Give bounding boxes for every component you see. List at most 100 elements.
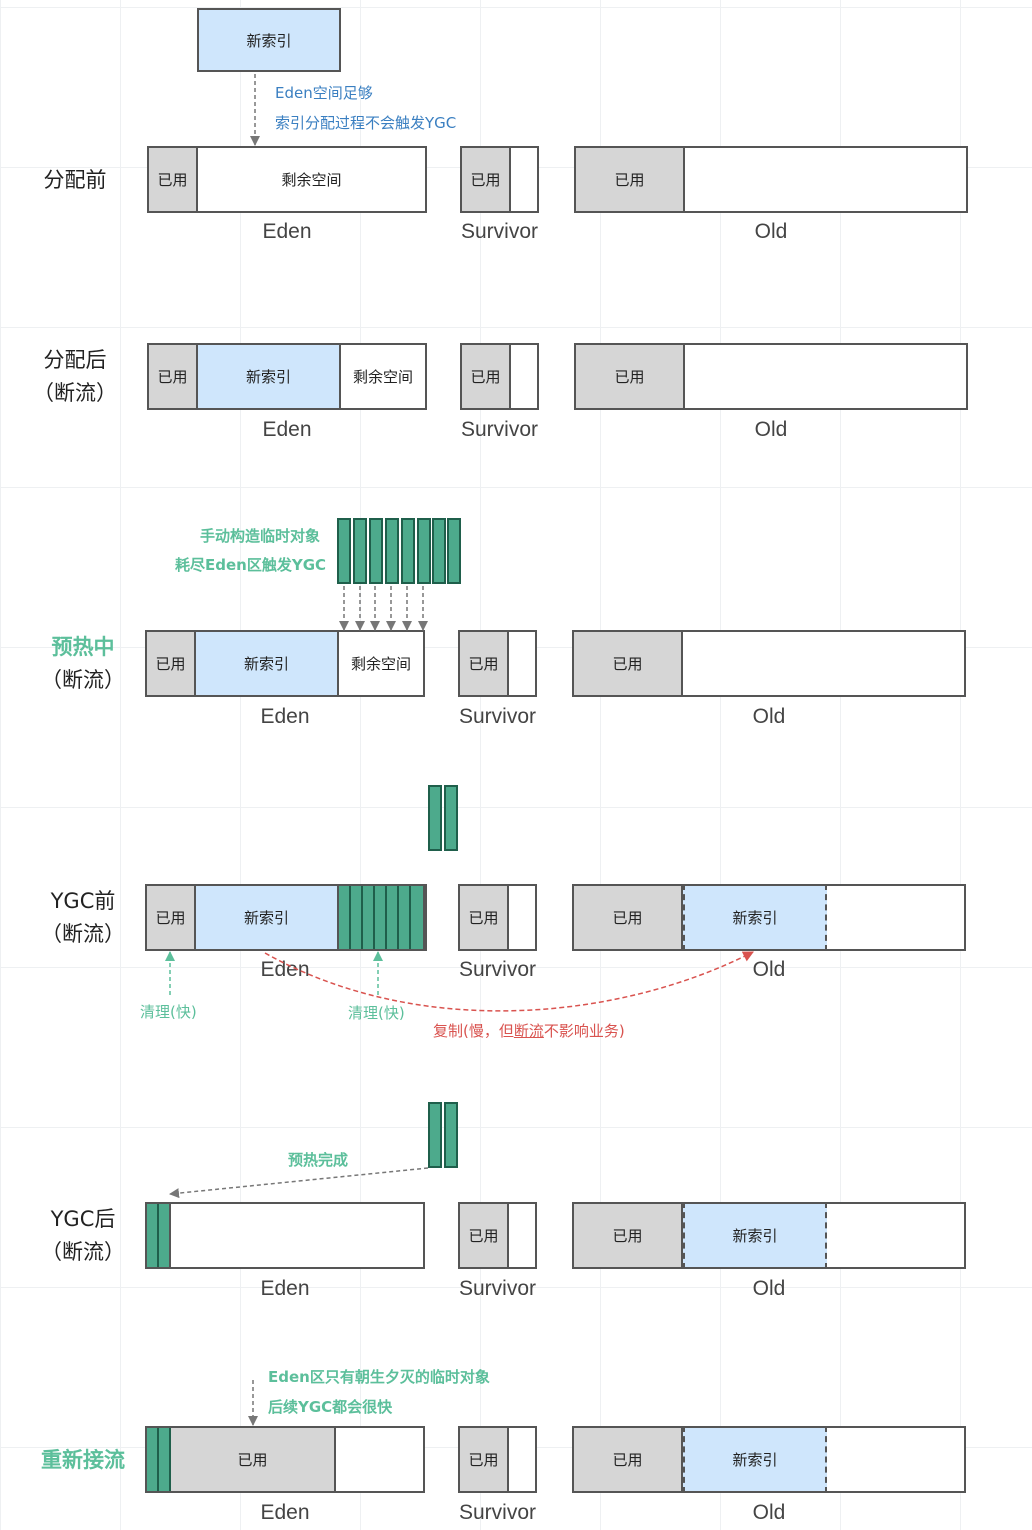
new-index-segment: 新索引 <box>198 345 341 408</box>
old-bar: 已用 <box>574 146 968 213</box>
used-segment: 已用 <box>147 886 196 949</box>
free-segment <box>509 886 535 949</box>
pause-icon <box>444 785 458 851</box>
note-copy-post: 不影响业务) <box>543 1022 625 1040</box>
used-segment: 已用 <box>574 1428 683 1491</box>
eden-label: Eden <box>262 220 312 243</box>
used-segment: 已用 <box>462 345 511 408</box>
temp-object-bar <box>447 518 461 584</box>
used-segment: 已用 <box>574 886 683 949</box>
free-segment <box>336 1428 423 1491</box>
pause-icon <box>428 785 442 851</box>
eden-label: Eden <box>260 1501 310 1524</box>
temp-object-segment <box>351 886 363 949</box>
old-label: Old <box>754 418 788 441</box>
row-label-line1: 分配后 <box>43 348 107 372</box>
used-segment: 已用 <box>171 1428 336 1491</box>
temp-object-segment <box>363 886 375 949</box>
eden-bar <box>145 1202 425 1269</box>
row-label-line1: 预热中 <box>51 635 115 659</box>
note-copy-mid: 断流 <box>513 1022 544 1040</box>
row-label-line2: （断流） <box>41 668 125 692</box>
temp-object-segment <box>147 1428 159 1491</box>
note-manual-2: 耗尽Eden区触发YGC <box>175 556 327 574</box>
temp-object-segment <box>387 886 399 949</box>
used-segment: 已用 <box>574 1204 683 1267</box>
eden-label: Eden <box>260 705 310 728</box>
new-index-segment: 新索引 <box>196 886 339 949</box>
row-label-line2: （断流） <box>41 1240 125 1264</box>
used-segment: 已用 <box>460 886 509 949</box>
temp-object-segment <box>375 886 387 949</box>
eden-label: Eden <box>262 418 312 441</box>
free-segment <box>827 1428 964 1491</box>
survivor-label: Survivor <box>460 220 539 243</box>
note-eden-enough-2: 索引分配过程不会触发YGC <box>275 114 457 132</box>
free-segment <box>827 886 964 949</box>
free-segment <box>511 148 537 211</box>
free-segment <box>509 632 535 695</box>
eden-bar: 已用 剩余空间 <box>147 146 427 213</box>
new-index-segment: 新索引 <box>196 632 339 695</box>
row-label-line2: （断流） <box>41 922 125 946</box>
eden-label: Eden <box>260 958 310 981</box>
used-segment: 已用 <box>460 632 509 695</box>
row-label-line1: YGC后 <box>50 1207 116 1231</box>
temp-object-segment <box>147 1204 159 1267</box>
temp-object-bar <box>432 518 446 584</box>
row-label-before-alloc: 分配前 <box>0 164 150 197</box>
eden-bar: 已用 新索引 剩余空间 <box>145 630 425 697</box>
new-index-segment: 新索引 <box>683 1428 827 1491</box>
old-bar: 已用 新索引 <box>572 884 966 951</box>
free-segment <box>509 1428 535 1491</box>
free-segment <box>827 1204 964 1267</box>
free-segment <box>683 632 964 695</box>
new-index-segment: 新索引 <box>683 886 827 949</box>
survivor-label: Survivor <box>458 958 537 981</box>
note-copy-slow: 复制(慢，但断流不影响业务) <box>433 1016 625 1046</box>
row-label-warming: 预热中 （断流） <box>8 631 158 697</box>
temp-object-bar <box>353 518 367 584</box>
temp-object-segment <box>159 1428 171 1491</box>
free-segment: 剩余空间 <box>198 148 425 211</box>
arrow-copy-to-old <box>264 951 754 1012</box>
survivor-label: Survivor <box>458 1501 537 1524</box>
temp-object-bar <box>401 518 415 584</box>
old-bar: 已用 新索引 <box>572 1202 966 1269</box>
survivor-bar: 已用 <box>458 884 537 951</box>
used-segment: 已用 <box>462 148 511 211</box>
row-label-after-ygc: YGC后 （断流） <box>8 1203 158 1269</box>
survivor-label: Survivor <box>460 418 539 441</box>
note-manual-1: 手动构造临时对象 <box>200 527 321 545</box>
used-segment: 已用 <box>149 148 198 211</box>
survivor-bar: 已用 <box>458 1426 537 1493</box>
old-label: Old <box>752 1277 786 1300</box>
row-label-line2: （断流） <box>33 381 117 405</box>
row-label-after-alloc: 分配后 （断流） <box>0 344 150 410</box>
free-segment: 剩余空间 <box>339 632 423 695</box>
temp-object-segment <box>159 1204 171 1267</box>
old-label: Old <box>752 705 786 728</box>
row-label-line1: 重新接流 <box>41 1448 125 1472</box>
temp-object-segment <box>339 886 351 949</box>
note-eden-enough-1: Eden空间足够 <box>275 84 373 102</box>
free-segment: 剩余空间 <box>341 345 425 408</box>
old-label: Old <box>752 1501 786 1524</box>
row-label-line1: 分配前 <box>43 168 107 192</box>
temp-object-segment <box>411 886 425 949</box>
eden-bar: 已用 <box>145 1426 425 1493</box>
survivor-bar: 已用 <box>460 343 539 410</box>
note-copy-pre: 复制(慢，但 <box>433 1022 514 1040</box>
row-label-line1: YGC前 <box>50 889 116 913</box>
note-clean-fast-left: 清理(快) <box>140 1003 197 1021</box>
note-eden-only-1: Eden区只有朝生夕灭的临时对象 <box>268 1368 490 1386</box>
row-label-resume: 重新接流 <box>8 1444 158 1477</box>
note-eden-only-2: 后续YGC都会很快 <box>268 1398 393 1416</box>
new-index-box: 新索引 <box>197 8 341 72</box>
note-warm-done: 预热完成 <box>288 1151 349 1169</box>
new-index-segment: 新索引 <box>683 1204 827 1267</box>
used-segment: 已用 <box>574 632 683 695</box>
row-label-before-ygc: YGC前 （断流） <box>8 885 158 951</box>
old-label: Old <box>752 958 786 981</box>
eden-bar: 已用 新索引 <box>145 884 427 951</box>
